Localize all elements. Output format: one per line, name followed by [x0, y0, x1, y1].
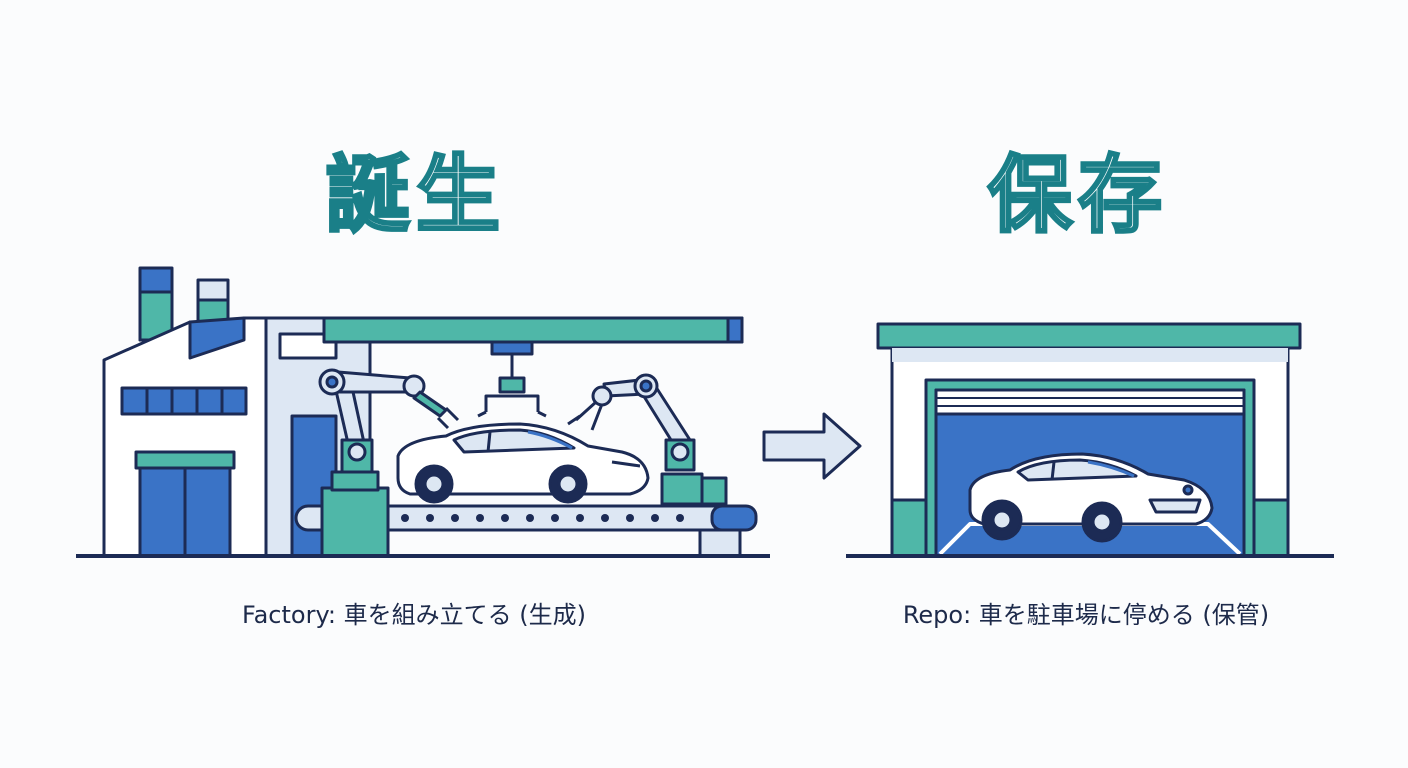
factory-building [102, 316, 268, 558]
garage-shutter [934, 388, 1246, 416]
car-icon [396, 422, 650, 504]
car-icon [968, 452, 1214, 543]
arrow-right-icon [762, 412, 862, 480]
robot-arm-icon [318, 368, 460, 558]
overhead-rail [322, 316, 744, 418]
factory-illustration [76, 266, 770, 558]
garage-illustration [846, 322, 1334, 558]
factory-heading: 誕生 [324, 145, 506, 246]
factory-caption: Factory: 車を組み立てる (生成) [242, 601, 586, 629]
robot-arm-icon [567, 373, 728, 506]
repo-heading: 保存 [986, 145, 1168, 246]
repo-caption: Repo: 車を駐車場に停める (保管) [902, 601, 1270, 629]
